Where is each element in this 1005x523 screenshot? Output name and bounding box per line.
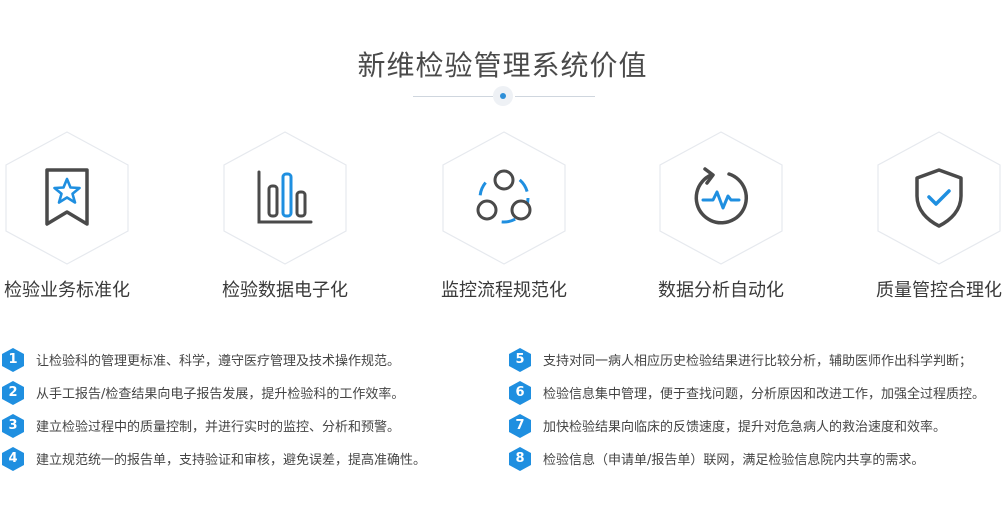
shield-check-icon [915, 168, 963, 228]
list-item-text: 检验信息集中管理，便于查找问题，分析原因和改进工作，加强全过程质控。 [543, 387, 986, 402]
feature-monitoring: 监控流程规范化 [439, 130, 569, 301]
list-item: 1 让检验科的管理更标准、科学，遵守医疗管理及技术操作规范。 [2, 343, 426, 376]
feature-label: 检验数据电子化 [222, 280, 348, 301]
feature-label: 数据分析自动化 [658, 280, 784, 301]
list-item: 5 支持对同一病人相应历史检验结果进行比较分析，辅助医师作出科学判断； [509, 343, 1005, 376]
hexagon-frame [442, 131, 566, 265]
list-item-text: 让检验科的管理更标准、科学，遵守医疗管理及技术操作规范。 [36, 354, 401, 369]
list-item: 7 加快检验结果向临床的反馈速度，提升对危急病人的救治速度和效率。 [509, 409, 1005, 442]
value-list-right: 5 支持对同一病人相应历史检验结果进行比较分析，辅助医师作出科学判断； 6 检验… [509, 343, 1005, 475]
list-item-text: 检验信息（申请单/报告单）联网，满足检验信息院内共享的需求。 [543, 453, 925, 468]
list-item-text: 支持对同一病人相应历史检验结果进行比较分析，辅助医师作出科学判断； [543, 354, 973, 369]
list-item-text: 加快检验结果向临床的反馈速度，提升对危急病人的救治速度和效率。 [543, 420, 947, 435]
number-badge: 7 [509, 413, 531, 438]
number-badge: 1 [2, 347, 24, 372]
feature-quality-control: 质量管控合理化 [874, 130, 1004, 301]
feature-label: 检验业务标准化 [4, 280, 130, 301]
divider-line-right [515, 96, 595, 97]
hexagon-frame [659, 131, 783, 265]
number-badge: 4 [2, 446, 24, 471]
number-badge: 8 [509, 446, 531, 471]
feature-standardization: 检验业务标准化 [2, 130, 132, 301]
star-ribbon-icon [45, 168, 89, 226]
divider-ring [493, 86, 513, 106]
title-divider [413, 86, 595, 106]
list-item-text: 建立规范统一的报告单，支持验证和审核，避免误差，提高准确性。 [36, 453, 427, 468]
bar-chart-icon [257, 170, 313, 224]
number-badge: 3 [2, 413, 24, 438]
number-badge: 2 [2, 380, 24, 405]
feature-label: 质量管控合理化 [876, 280, 1002, 301]
hexagon-frame [223, 131, 347, 265]
feature-automation: 数据分析自动化 [656, 130, 786, 301]
divider-dot [500, 93, 506, 99]
list-item-text: 建立检验过程中的质量控制，并进行实时的监控、分析和预警。 [36, 420, 401, 435]
divider-line-left [413, 96, 493, 97]
list-item: 8 检验信息（申请单/报告单）联网，满足检验信息院内共享的需求。 [509, 442, 1005, 475]
value-list-left: 1 让检验科的管理更标准、科学，遵守医疗管理及技术操作规范。 2 从手工报告/检… [2, 343, 426, 475]
pulse-refresh-icon [694, 167, 749, 225]
list-item-text: 从手工报告/检查结果向电子报告发展，提升检验科的工作效率。 [36, 387, 405, 402]
list-item: 4 建立规范统一的报告单，支持验证和审核，避免误差，提高准确性。 [2, 442, 426, 475]
list-item: 6 检验信息集中管理，便于查找问题，分析原因和改进工作，加强全过程质控。 [509, 376, 1005, 409]
list-item: 2 从手工报告/检查结果向电子报告发展，提升检验科的工作效率。 [2, 376, 426, 409]
network-circles-icon [476, 169, 532, 224]
number-badge: 6 [509, 380, 531, 405]
hexagon-frame [877, 131, 1001, 265]
feature-label: 监控流程规范化 [441, 280, 567, 301]
feature-digitization: 检验数据电子化 [220, 130, 350, 301]
number-badge: 5 [509, 347, 531, 372]
section-title: 新维检验管理系统价值 [357, 49, 648, 82]
list-item: 3 建立检验过程中的质量控制，并进行实时的监控、分析和预警。 [2, 409, 426, 442]
